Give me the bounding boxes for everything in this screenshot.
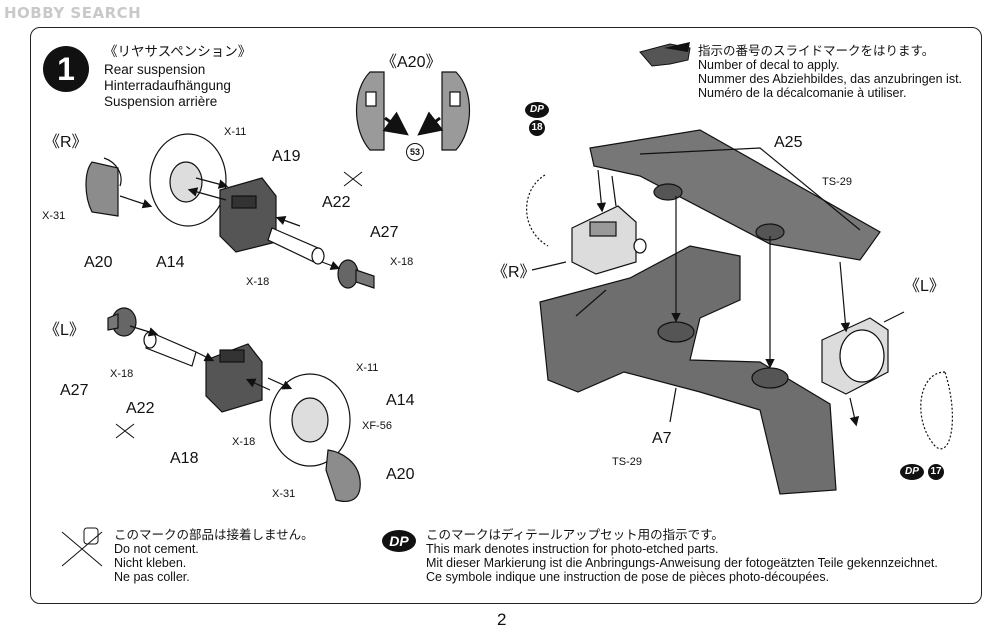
step-number: 1: [43, 46, 89, 92]
part-a14-r: A14: [156, 254, 185, 271]
no-cement-markers: [115, 171, 363, 439]
step-title-de: Hinterradaufhängung: [104, 78, 231, 93]
legend-cement-jp: このマークの部品は接着しません。: [114, 528, 314, 542]
watermark-logo: HOBBY SEARCH: [4, 4, 142, 22]
part-a27-l: A27: [60, 382, 89, 399]
paint-ts29-b: TS-29: [612, 456, 642, 468]
part-a22-r: A22: [322, 194, 351, 211]
legend-cement-fr: Ne pas coller.: [114, 570, 190, 584]
instruction-frame: [30, 27, 982, 604]
screw-x11-r: X-11: [224, 126, 247, 138]
part-a27-r: A27: [370, 224, 399, 241]
decal-note-en: Number of decal to apply.: [698, 58, 840, 72]
decal-note-fr: Numéro de la décalcomanie à utiliser.: [698, 86, 907, 100]
legend-cement-en: Do not cement.: [114, 542, 199, 556]
chassis-side-l: 《L》: [904, 278, 945, 295]
part-a20-r: A20: [84, 254, 113, 271]
screw-x31-l: X-31: [272, 488, 296, 500]
decal-number-badge: 53: [406, 143, 424, 161]
screw-x11-l: X-11: [356, 362, 379, 374]
rear-right-assembly: [85, 133, 375, 289]
rear-left-assembly: [107, 307, 361, 502]
legend-dp-en: This mark denotes instruction for photo-…: [426, 542, 719, 556]
page-number: 2: [497, 610, 507, 629]
part-a14-l: A14: [386, 392, 415, 409]
step-title-en: Rear suspension: [104, 62, 206, 77]
dp-badge-bottom: DP: [900, 464, 924, 480]
chassis-assembly: [526, 129, 954, 495]
screw-x18-r-a: X-18: [246, 276, 270, 288]
chassis-side-r: 《R》: [492, 264, 536, 281]
inset-title: 《A20》: [381, 54, 442, 71]
part-a25: A25: [774, 134, 803, 151]
paint-xf56: XF-56: [362, 420, 392, 432]
part-a18: A18: [170, 450, 199, 467]
decal-note-de: Nummer des Abziehbildes, das anzubringen…: [698, 72, 963, 86]
step-title-jp: 《リヤサスペンション》: [104, 44, 252, 59]
a20-inset-drawing: [355, 71, 471, 151]
pe-part-17: 17: [928, 464, 944, 480]
legend-dp-jp: このマークはディテールアップセット用の指示です。: [426, 528, 724, 542]
decal-note-jp: 指示の番号のスライドマークをはります。: [698, 44, 935, 58]
screw-x18-l-a: X-18: [110, 368, 134, 380]
legend-dp-de: Mit dieser Markierung ist die Anbringung…: [426, 556, 938, 570]
step-title-fr: Suspension arrière: [104, 94, 218, 109]
decal-slide-icon: [639, 42, 691, 67]
screw-x18-l-b: X-18: [232, 436, 256, 448]
part-a7: A7: [652, 430, 672, 447]
legend-dp-icon: DP: [382, 530, 416, 552]
part-a22-l: A22: [126, 400, 155, 417]
part-a20-l: A20: [386, 466, 415, 483]
paint-ts29-a: TS-29: [822, 176, 852, 188]
side-label-r: 《R》: [44, 134, 88, 151]
pe-part-18: 18: [529, 120, 545, 136]
screw-x31-r: X-31: [42, 210, 66, 222]
dp-badge-top: DP: [525, 102, 549, 118]
legend-no-cement-icon: [61, 527, 103, 567]
part-a19: A19: [272, 148, 301, 165]
legend-dp-fr: Ce symbole indique une instruction de po…: [426, 570, 830, 584]
screw-x18-r-b: X-18: [390, 256, 414, 268]
legend-cement-de: Nicht kleben.: [114, 556, 187, 570]
side-label-l: 《L》: [44, 322, 85, 339]
